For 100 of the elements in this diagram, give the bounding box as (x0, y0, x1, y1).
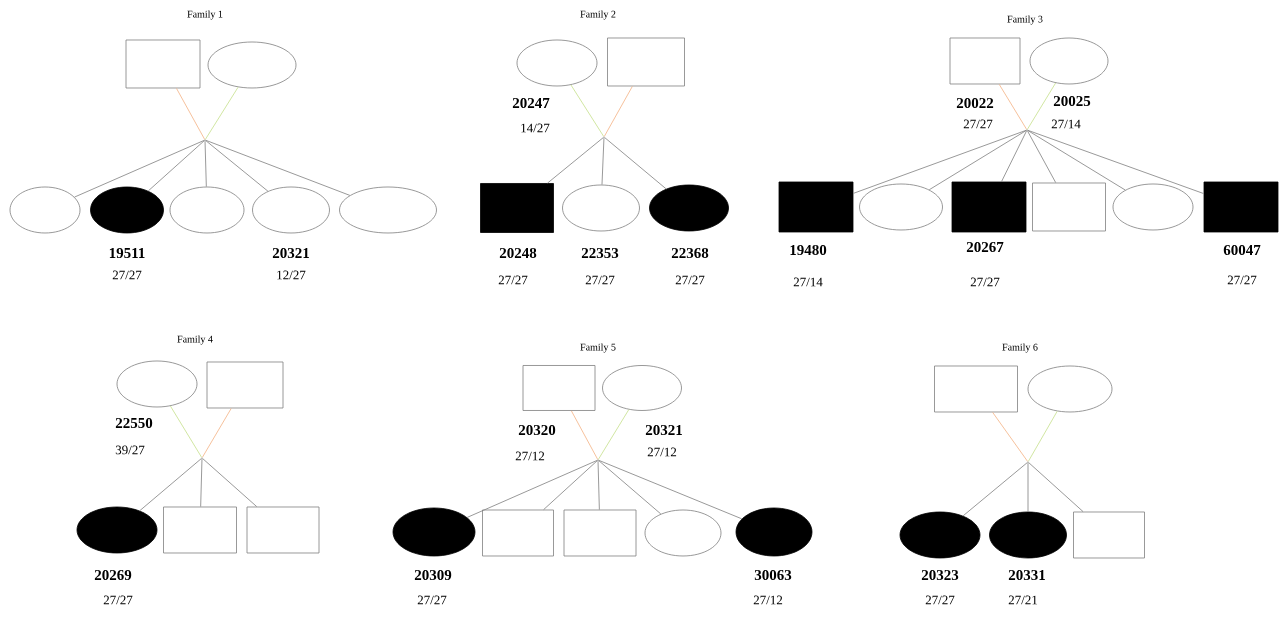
ratio-label: 14/27 (521, 123, 550, 133)
ratio-label: 27/12 (647, 447, 677, 457)
oval-symbol (859, 183, 943, 231)
connector-line (598, 459, 743, 520)
connector-line (1027, 129, 1204, 194)
ratio-label: 27/14 (793, 277, 823, 287)
individual-id: 20320 (518, 424, 556, 436)
connector-line (1027, 129, 1126, 191)
oval-symbol (392, 507, 476, 557)
oval-symbol (90, 186, 164, 234)
oval-symbol (735, 507, 813, 557)
square-symbol (607, 37, 685, 87)
connector-line (170, 405, 203, 458)
oval-symbol (169, 186, 245, 234)
ratio-label: 27/27 (675, 275, 705, 285)
family-title: Family 5 (580, 343, 616, 353)
connector-line (597, 409, 630, 460)
connector-line (147, 140, 205, 192)
family-title: Family 6 (1002, 343, 1038, 353)
connector-line (201, 408, 232, 458)
ratio-label: 27/27 (585, 275, 615, 285)
oval-symbol (899, 511, 981, 559)
oval-symbol (116, 360, 198, 408)
square-symbol (1073, 511, 1145, 559)
individual-id: 22368 (671, 247, 709, 259)
family-title: Family 3 (1007, 15, 1043, 25)
oval-symbol (989, 511, 1067, 559)
connector-line (998, 84, 1028, 130)
oval-symbol (1027, 365, 1113, 413)
square-symbol (522, 365, 596, 411)
individual-id: 20269 (94, 569, 132, 581)
connector-line (1026, 82, 1056, 130)
oval-symbol (602, 365, 682, 411)
individual-id: 20321 (645, 424, 682, 436)
connector-line (204, 140, 207, 187)
connector-line (200, 458, 203, 507)
ratio-label: 27/27 (103, 595, 133, 605)
square-symbol (480, 183, 554, 233)
connector-line (603, 86, 633, 137)
ratio-label: 27/27 (963, 119, 993, 129)
individual-id: 20022 (956, 97, 994, 109)
oval-symbol (649, 184, 729, 232)
connector-line (205, 140, 269, 192)
ratio-label: 39/27 (115, 445, 145, 455)
individual-id: 20025 (1053, 95, 1091, 107)
square-symbol (934, 365, 1018, 413)
square-symbol (951, 181, 1027, 233)
connector-line (928, 129, 1027, 191)
connector-line (176, 88, 206, 140)
connector-line (571, 410, 599, 460)
square-symbol (1203, 181, 1279, 233)
square-symbol (206, 361, 284, 409)
connector-line (1028, 462, 1084, 512)
individual-id: 20248 (499, 247, 537, 259)
family-title: Family 1 (187, 10, 223, 20)
ratio-label: 27/27 (970, 277, 1000, 287)
ratio-label: 27/27 (112, 270, 142, 280)
connector-line (205, 139, 351, 196)
oval-symbol (1029, 37, 1109, 85)
individual-id: 30063 (754, 569, 792, 581)
square-symbol (125, 39, 201, 89)
connector-line (1026, 130, 1057, 183)
individual-id: 60047 (1223, 244, 1261, 256)
connector-line (597, 460, 600, 510)
ratio-label: 12/27 (277, 270, 306, 280)
connector-line (547, 137, 604, 184)
individual-id: 19480 (790, 244, 827, 256)
square-symbol (1032, 182, 1106, 232)
square-symbol (563, 509, 637, 557)
ratio-label: 27/14 (1051, 119, 1081, 129)
individual-id: 22353 (581, 247, 619, 259)
ratio-label: 27/21 (1008, 595, 1038, 605)
connector-line (853, 129, 1027, 194)
family-title: Family 4 (177, 335, 213, 345)
ratio-label: 27/27 (417, 595, 447, 605)
individual-id: 20267 (966, 241, 1004, 253)
connector-line (992, 412, 1028, 462)
individual-id: 20331 (1008, 569, 1045, 581)
individual-id: 19511 (109, 247, 145, 259)
connector-line (1001, 130, 1028, 182)
connector-line (202, 458, 258, 507)
connector-line (598, 460, 662, 515)
square-symbol (482, 509, 554, 557)
individual-id: 20247 (512, 97, 550, 109)
ratio-label: 27/27 (1227, 275, 1257, 285)
oval-symbol (76, 506, 158, 554)
oval-symbol (644, 509, 722, 557)
oval-symbol (252, 186, 330, 234)
square-symbol (246, 506, 320, 554)
connector-line (601, 137, 605, 185)
connector-line (74, 139, 205, 198)
oval-symbol (1112, 183, 1194, 231)
connector-line (205, 86, 239, 140)
individual-id: 20309 (414, 569, 452, 581)
family-title: Family 2 (580, 10, 616, 20)
connector-line (543, 460, 598, 510)
connector-line (139, 458, 202, 512)
connector-line (1027, 462, 1029, 512)
square-symbol (163, 506, 237, 554)
connector-line (1027, 410, 1058, 462)
